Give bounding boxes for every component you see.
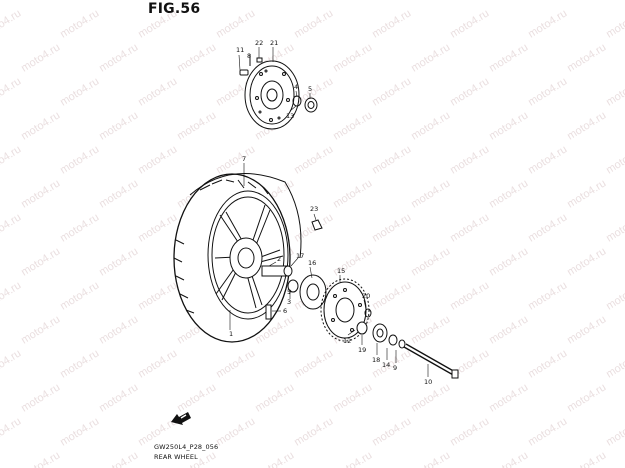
callout-label: 5: [287, 288, 292, 296]
callout-label: 13: [286, 112, 295, 120]
callout-label: 20: [362, 292, 371, 300]
callout-label: 5: [308, 85, 313, 93]
callout-label: 8: [247, 52, 252, 60]
figure-code: GW250L4_P28_056: [154, 443, 219, 451]
front-arrow-icon: [171, 412, 191, 425]
callout-label: 11: [236, 46, 245, 54]
callout-label: 6: [283, 307, 288, 315]
figure-title: FIG.56: [148, 1, 201, 17]
callout-label: 22: [255, 39, 264, 47]
callout-label: 17: [296, 252, 305, 260]
callout-label: 2: [277, 255, 282, 263]
callout-label: 3: [287, 298, 292, 306]
brake-disc: [244, 60, 300, 130]
callout-label: 21: [270, 39, 279, 47]
callout-label: 16: [308, 259, 317, 267]
rear-axle: [403, 343, 459, 379]
callout-label: 12: [343, 337, 352, 345]
callout-label: 18: [372, 356, 381, 364]
callout-label: 7: [242, 155, 247, 163]
callout-label: 1: [229, 330, 234, 338]
axle-bearings: [356, 308, 406, 349]
callout-label: 9: [393, 364, 398, 372]
disc-hardware: [239, 54, 318, 113]
callout-label: 10: [424, 378, 433, 386]
figure-caption: REAR WHEEL: [154, 453, 198, 461]
leader-lines: [229, 47, 429, 377]
callout-label: 19: [358, 346, 367, 354]
sprocket-carrier: [287, 274, 327, 310]
callout-label: 14: [382, 361, 391, 369]
callout-label: 23: [310, 205, 319, 213]
valve: [265, 304, 272, 320]
wheel-hub: [214, 204, 293, 309]
callout-label: 4: [294, 83, 299, 91]
callout-label: 15: [337, 267, 346, 275]
